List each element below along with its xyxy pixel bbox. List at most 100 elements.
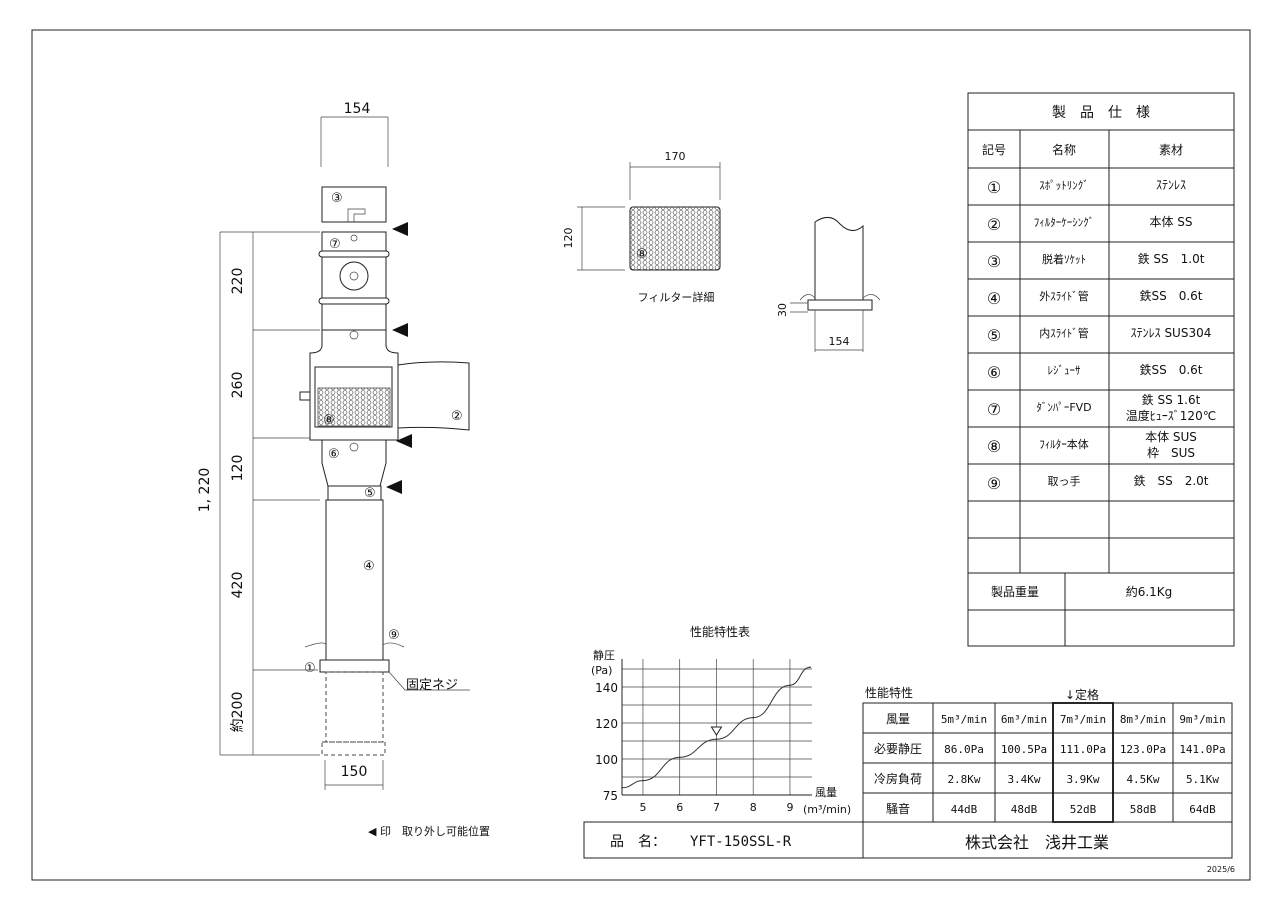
table-cell: 52dB xyxy=(1070,803,1097,816)
sheet-border xyxy=(31,29,1251,881)
table-cell: 9m³/min xyxy=(1179,713,1225,726)
spec-mark: ⑥ xyxy=(987,363,1001,382)
filter-body xyxy=(317,387,391,427)
rated-marker: ↓定格 xyxy=(1065,687,1099,702)
spec-name: 取っ手 xyxy=(1048,474,1081,488)
spec-name: ﾀﾞﾝﾊﾟｰFVD xyxy=(1036,401,1091,414)
spec-material: 鉄SS 0.6t xyxy=(1139,288,1202,303)
spec-name: ﾚｼﾞｭｰｻ xyxy=(1048,364,1081,377)
fixing-screw-label: 固定ネジ xyxy=(406,678,458,693)
spec-name: 外ｽﾗｲﾄﾞ管 xyxy=(1039,289,1089,303)
table-cell: 4.5Kw xyxy=(1126,773,1159,786)
table-cell: 100.5Pa xyxy=(1001,743,1047,756)
spec-mark: ① xyxy=(987,178,1001,197)
spec-mark: ⑤ xyxy=(987,326,1001,345)
segment-dimension: 220 xyxy=(230,268,246,295)
top-width-dimension: 154 xyxy=(344,101,371,117)
spec-title: 製 品 仕 様 xyxy=(1052,105,1150,121)
spec-material: 鉄SS 0.6t xyxy=(1139,362,1202,377)
x-axis-label: 風量 xyxy=(815,786,837,799)
chart-title: 性能特性表 xyxy=(690,624,750,639)
spec-material: 鉄 SS 1.0t xyxy=(1138,251,1205,266)
data-point xyxy=(678,756,681,758)
spec-header: 記号 xyxy=(982,142,1006,157)
handle xyxy=(299,391,311,401)
performance-title: 性能特性 xyxy=(865,685,913,700)
x-axis-unit: (m³/min) xyxy=(803,803,851,816)
spec-table: 製 品 仕 様 記号 名称 素材 製品重量 約6.1Kg ① ｽﾎﾟｯﾄﾘﾝｸﾞ ｽ… xyxy=(967,92,1235,647)
data-point xyxy=(621,787,623,789)
filter-door xyxy=(397,361,470,431)
callout-8: ⑧ xyxy=(323,413,335,428)
product-label: 品 名： xyxy=(610,834,666,850)
table-cell: 5.1Kw xyxy=(1186,773,1219,786)
row-header: 風量 xyxy=(886,712,910,726)
spec-mark: ④ xyxy=(987,289,1001,308)
x-tick-label: 6 xyxy=(676,801,683,814)
segment-dimension: 260 xyxy=(230,372,246,399)
filter-detail: 170 120 ⑧ フィルター詳細 xyxy=(562,150,721,304)
segment-dimension: 420 xyxy=(230,572,246,599)
table-cell: 2.8Kw xyxy=(947,773,980,786)
spec-header: 名称 xyxy=(1052,142,1076,157)
data-point xyxy=(642,779,644,782)
table-cell: 86.0Pa xyxy=(944,743,984,756)
spec-name: ﾌｨﾙﾀｰｹｰｼﾝｸﾞ xyxy=(1034,216,1095,229)
segment-dimension: 約200 xyxy=(230,692,246,733)
spec-material: 鉄 SS 2.0t xyxy=(1133,473,1208,488)
spec-name: ｽﾎﾟｯﾄﾘﾝｸﾞ xyxy=(1039,179,1089,192)
table-cell: 8m³/min xyxy=(1120,713,1166,726)
legend-removable: ◀ 印 取り外し可能位置 xyxy=(368,824,490,838)
table-cell: 123.0Pa xyxy=(1120,743,1166,756)
title-block: 品 名： YFT-150SSL-R 株式会社 浅井工業 xyxy=(583,821,1233,859)
row-header: 冷房負荷 xyxy=(874,771,922,786)
outer-slide-pipe xyxy=(325,499,384,661)
overall-height-dimension: 1, 220 xyxy=(197,468,213,513)
flange-dimension: 30 xyxy=(776,303,789,317)
spec-material: ｽﾃﾝﾚｽ SUS304 xyxy=(1131,326,1212,340)
spec-name: 脱着ｿｹｯﾄ xyxy=(1042,252,1086,266)
spec-name: ﾌｨﾙﾀｰ本体 xyxy=(1039,437,1089,451)
table-cell: 44dB xyxy=(951,803,978,816)
y-tick-label: 100 xyxy=(595,753,618,767)
callout-4: ④ xyxy=(363,559,375,574)
callout-5: ⑤ xyxy=(364,486,376,501)
side-width-dimension: 154 xyxy=(829,335,850,348)
callout-7: ⑦ xyxy=(329,237,341,252)
segment-dimension: 120 xyxy=(230,455,246,482)
product-name: YFT-150SSL-R xyxy=(690,834,792,850)
table-cell: 6m³/min xyxy=(1001,713,1047,726)
y-tick-label: 75 xyxy=(603,789,618,803)
data-point xyxy=(809,666,811,668)
table-cell: 58dB xyxy=(1130,803,1157,816)
table-cell: 7m³/min xyxy=(1060,713,1106,726)
spec-mark: ③ xyxy=(987,252,1001,271)
weight-value: 約6.1Kg xyxy=(1126,584,1173,599)
y-tick-label: 120 xyxy=(595,717,618,731)
callout-3: ③ xyxy=(331,191,343,206)
spec-material: 本体 SS xyxy=(1149,215,1192,229)
data-point xyxy=(789,684,791,686)
row-header: 必要静圧 xyxy=(874,742,922,756)
spec-material: ｽﾃﾝﾚｽ xyxy=(1156,178,1186,192)
row-header: 騒音 xyxy=(886,801,910,816)
x-tick-label: 7 xyxy=(713,801,720,814)
spec-header: 素材 xyxy=(1159,143,1183,157)
company-name: 株式会社 浅井工業 xyxy=(965,833,1109,852)
filter-detail-caption: フィルター詳細 xyxy=(638,290,715,304)
spec-mark: ⑧ xyxy=(987,437,1001,456)
data-point xyxy=(715,738,718,740)
x-tick-label: 8 xyxy=(750,801,757,814)
callout-1: ① xyxy=(304,661,316,676)
bottom-width-dimension: 150 xyxy=(341,764,368,780)
spec-name: 内ｽﾗｲﾄﾞ管 xyxy=(1039,326,1089,340)
weight-label: 製品重量 xyxy=(991,585,1039,599)
table-cell: 48dB xyxy=(1011,803,1038,816)
revision-date: 2025/6 xyxy=(1207,865,1235,874)
callout-2: ② xyxy=(451,409,463,424)
spec-mark: ② xyxy=(987,215,1001,234)
spec-material: 本体 SUS xyxy=(1145,430,1197,444)
performance-table: 性能特性 ↓定格 風量必要静圧冷房負荷騒音5m³/min86.0Pa2.8Kw4… xyxy=(862,685,1233,823)
